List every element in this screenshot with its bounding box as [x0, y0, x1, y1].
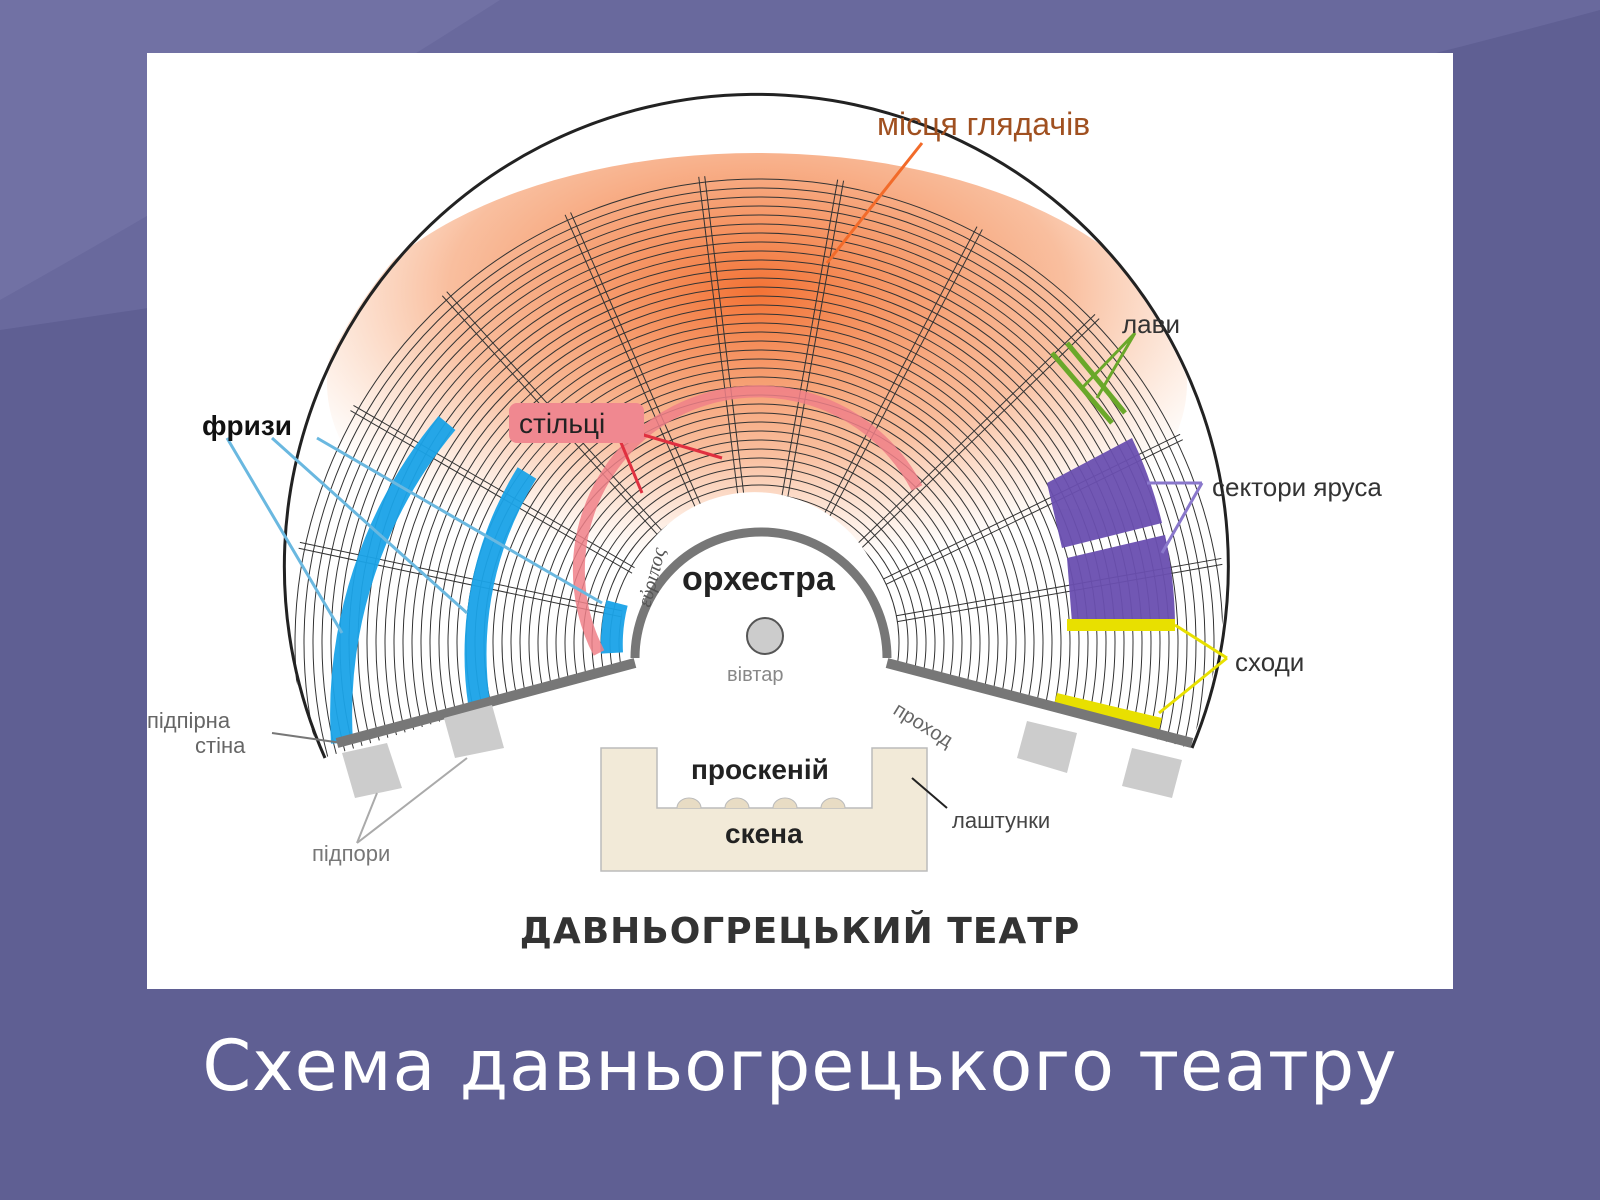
label-wings: лаштунки [952, 808, 1050, 833]
bench-ring [492, 376, 1026, 759]
label-proscenium: проскеній [691, 754, 829, 785]
bench-ring [528, 412, 990, 759]
bench-ring [519, 403, 999, 759]
sector-divider [299, 541, 623, 612]
sector-divider [826, 229, 983, 522]
sector-divider [857, 313, 1096, 544]
label-chairs-bg [509, 403, 644, 443]
sector-divider [570, 212, 706, 515]
sector-divider [298, 547, 622, 618]
bench-ring [303, 187, 1215, 759]
label-orchestra: орхестра [682, 560, 836, 598]
theater-diagram: місця глядачів лави сектори яруса сходи … [147, 92, 1382, 952]
bench-ring [321, 205, 1197, 759]
bench-ring [357, 241, 1161, 759]
label-altar: вівтар [727, 664, 783, 686]
bench-ring [438, 322, 1080, 759]
bench-ring [330, 214, 1188, 759]
label-seats: місця глядачів [877, 106, 1090, 142]
retaining-wall-right [885, 658, 1194, 748]
label-benches: лави [1122, 309, 1180, 339]
sector-divider [704, 176, 746, 504]
tier-sectors [1047, 438, 1175, 623]
label-retaining-wall-1: підпірна [147, 708, 231, 733]
bench-ring [420, 304, 1098, 759]
bench-ring [402, 286, 1116, 759]
sector-divider [779, 179, 839, 505]
label-stairs: сходи [1235, 647, 1304, 677]
label-supports: підпори [312, 841, 390, 866]
seats-highlight [327, 153, 1187, 613]
sector-divider [698, 176, 740, 505]
diagram-panel: місця глядачів лави сектори яруса сходи … [147, 53, 1453, 989]
sector-divider [564, 214, 700, 517]
proscenium-columns [676, 797, 846, 809]
bench-ring [429, 313, 1089, 759]
chairs-ring [572, 385, 923, 656]
bench-ring [384, 268, 1134, 759]
sector-divider [353, 404, 640, 571]
label-tier-sectors: сектори яруса [1212, 472, 1382, 502]
supports [342, 705, 1182, 798]
bench-ring [375, 259, 1143, 759]
slide-caption: Схема давньогрецького театру [202, 1025, 1398, 1107]
sector-divider [785, 180, 845, 506]
bench-ring [537, 421, 981, 759]
bench-ring [456, 340, 1062, 759]
orchestra-wall [630, 527, 892, 659]
label-friezes: фризи [202, 410, 292, 441]
bench-ring [366, 250, 1152, 759]
bench-ring [573, 457, 945, 759]
bench-ring [546, 430, 972, 759]
altar [746, 617, 784, 655]
label-chairs: стільці [519, 408, 605, 439]
bench-ring [447, 331, 1071, 759]
leader-lines [225, 142, 1228, 844]
stairs [1054, 619, 1175, 730]
friezes [330, 415, 628, 744]
diagram-title: ДАВНЬОГРЕЦЬКИЙ ТЕАТР [520, 910, 1080, 952]
bench-ring [564, 448, 954, 759]
label-passage: прохoд [889, 699, 957, 753]
label-retaining-wall-2: стіна [195, 733, 246, 758]
label-skene: скена [725, 818, 803, 849]
sector-divider [821, 226, 978, 519]
retaining-wall-left [335, 658, 637, 748]
sector-divider [350, 410, 637, 577]
outer-wall [282, 92, 1230, 759]
bench-ring [582, 466, 936, 759]
sector-divider [861, 318, 1100, 549]
bench-ring [393, 277, 1125, 759]
bench-ring [555, 439, 963, 759]
bench-ring [411, 295, 1107, 759]
skene [600, 747, 928, 872]
